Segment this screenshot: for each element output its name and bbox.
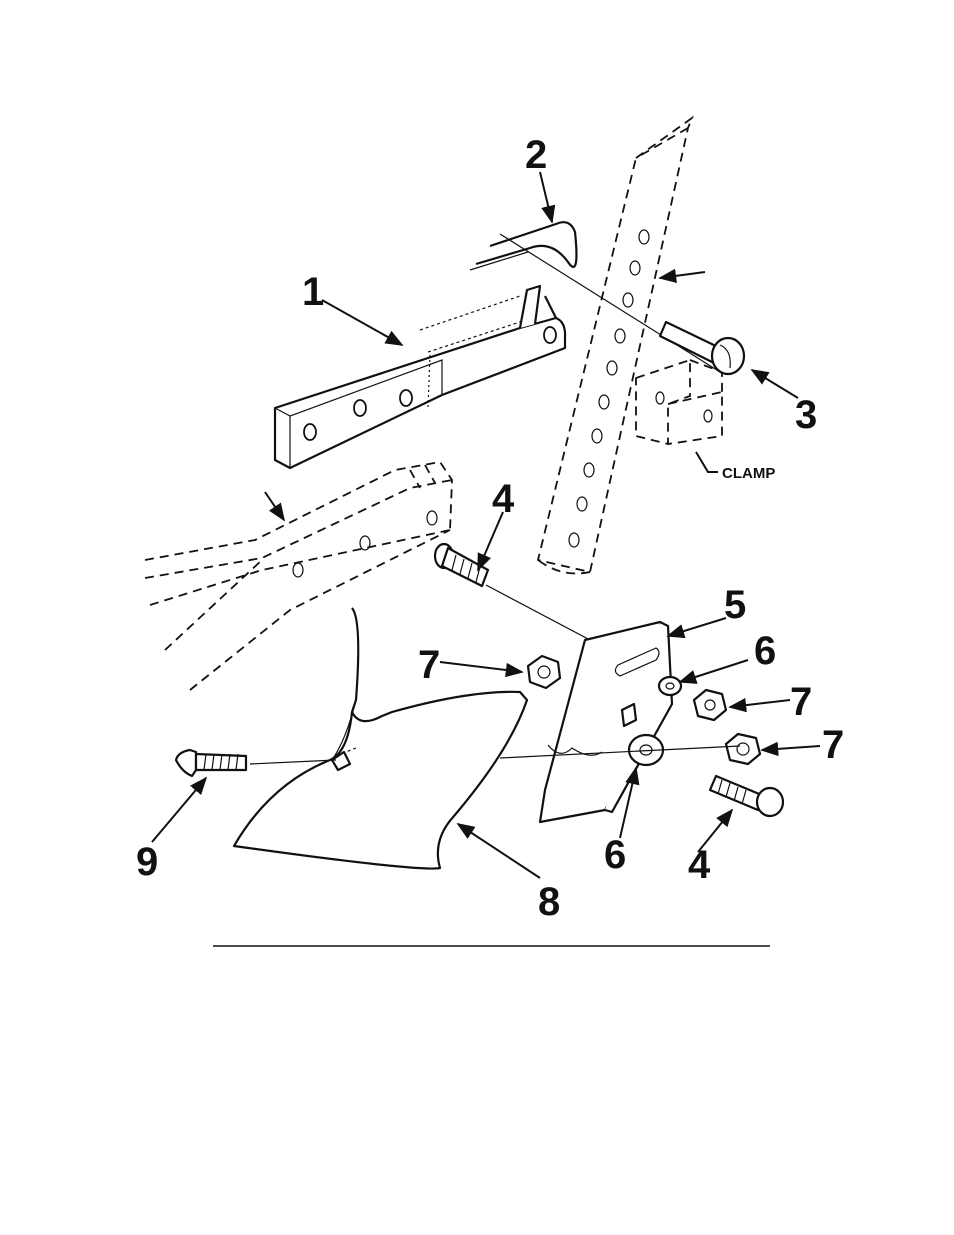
callout-1: 1: [302, 270, 324, 314]
callout-2: 2: [525, 133, 547, 177]
shank-bracket: [540, 622, 672, 822]
bolt-upper: [435, 544, 590, 640]
shovel-sweep: [234, 608, 527, 869]
callout-8: 8: [538, 880, 560, 924]
hex-nut-right-lower: [726, 734, 760, 764]
callout-9: 9: [136, 840, 158, 884]
callout-5: 5: [724, 583, 746, 627]
phantom-beam: [145, 462, 452, 690]
clamp-label: CLAMP: [722, 465, 775, 482]
callout-6-upper: 6: [754, 629, 776, 673]
callout-7-right-upper: 7: [790, 680, 812, 724]
callout-7-right-lower: 7: [822, 723, 844, 767]
callout-4-upper: 4: [492, 477, 515, 521]
callout-7-left: 7: [418, 643, 440, 687]
hex-nut-right-upper: [694, 690, 726, 720]
callout-6-lower: 6: [604, 833, 626, 877]
phantom-clamp: [636, 360, 722, 444]
callout-3: 3: [795, 393, 817, 437]
hex-nut-left: [528, 656, 560, 688]
bolt-lower: [710, 776, 783, 816]
callout-4-lower: 4: [688, 843, 711, 887]
washer-upper: [659, 677, 681, 695]
